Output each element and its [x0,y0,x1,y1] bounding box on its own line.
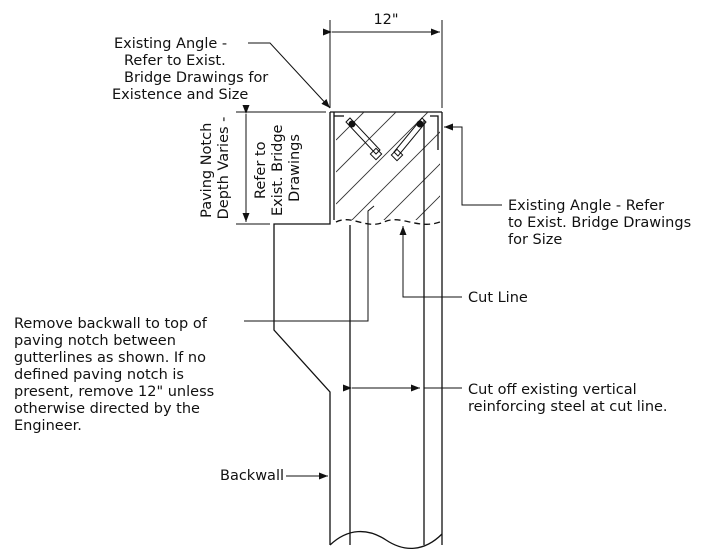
cut-line-leader [399,226,462,298]
dimension-label: 12" [373,12,398,28]
remove-backwall-note: Remove backwall to top of paving notch b… [14,316,219,434]
existing-angle-right-leader [444,123,502,206]
existing-angle-left-leader [248,42,331,109]
paving-notch-dimension [236,105,326,225]
removed-portion-hatch [336,112,440,220]
refer-bridge-drawings-label: Refer to Exist. Bridge Drawings [253,120,303,216]
remove-backwall-leader [244,205,375,322]
dimension-12-inch: 12" [323,12,443,108]
cut-off-steel-note: Cut off existing vertical reinforcing st… [468,382,668,415]
cut-line [335,219,441,225]
paving-notch-label: Paving Notch Depth Varies - [199,117,232,220]
backwall-label: Backwall [220,468,284,484]
existing-angle-right-note: Existing Angle - Refer to Exist. Bridge … [508,198,696,248]
cut-line-label: Cut Line [468,290,528,306]
backwall-outline [273,111,443,550]
existing-angle-left-note: Existing Angle - Refer to Exist. Bridge … [112,36,273,103]
